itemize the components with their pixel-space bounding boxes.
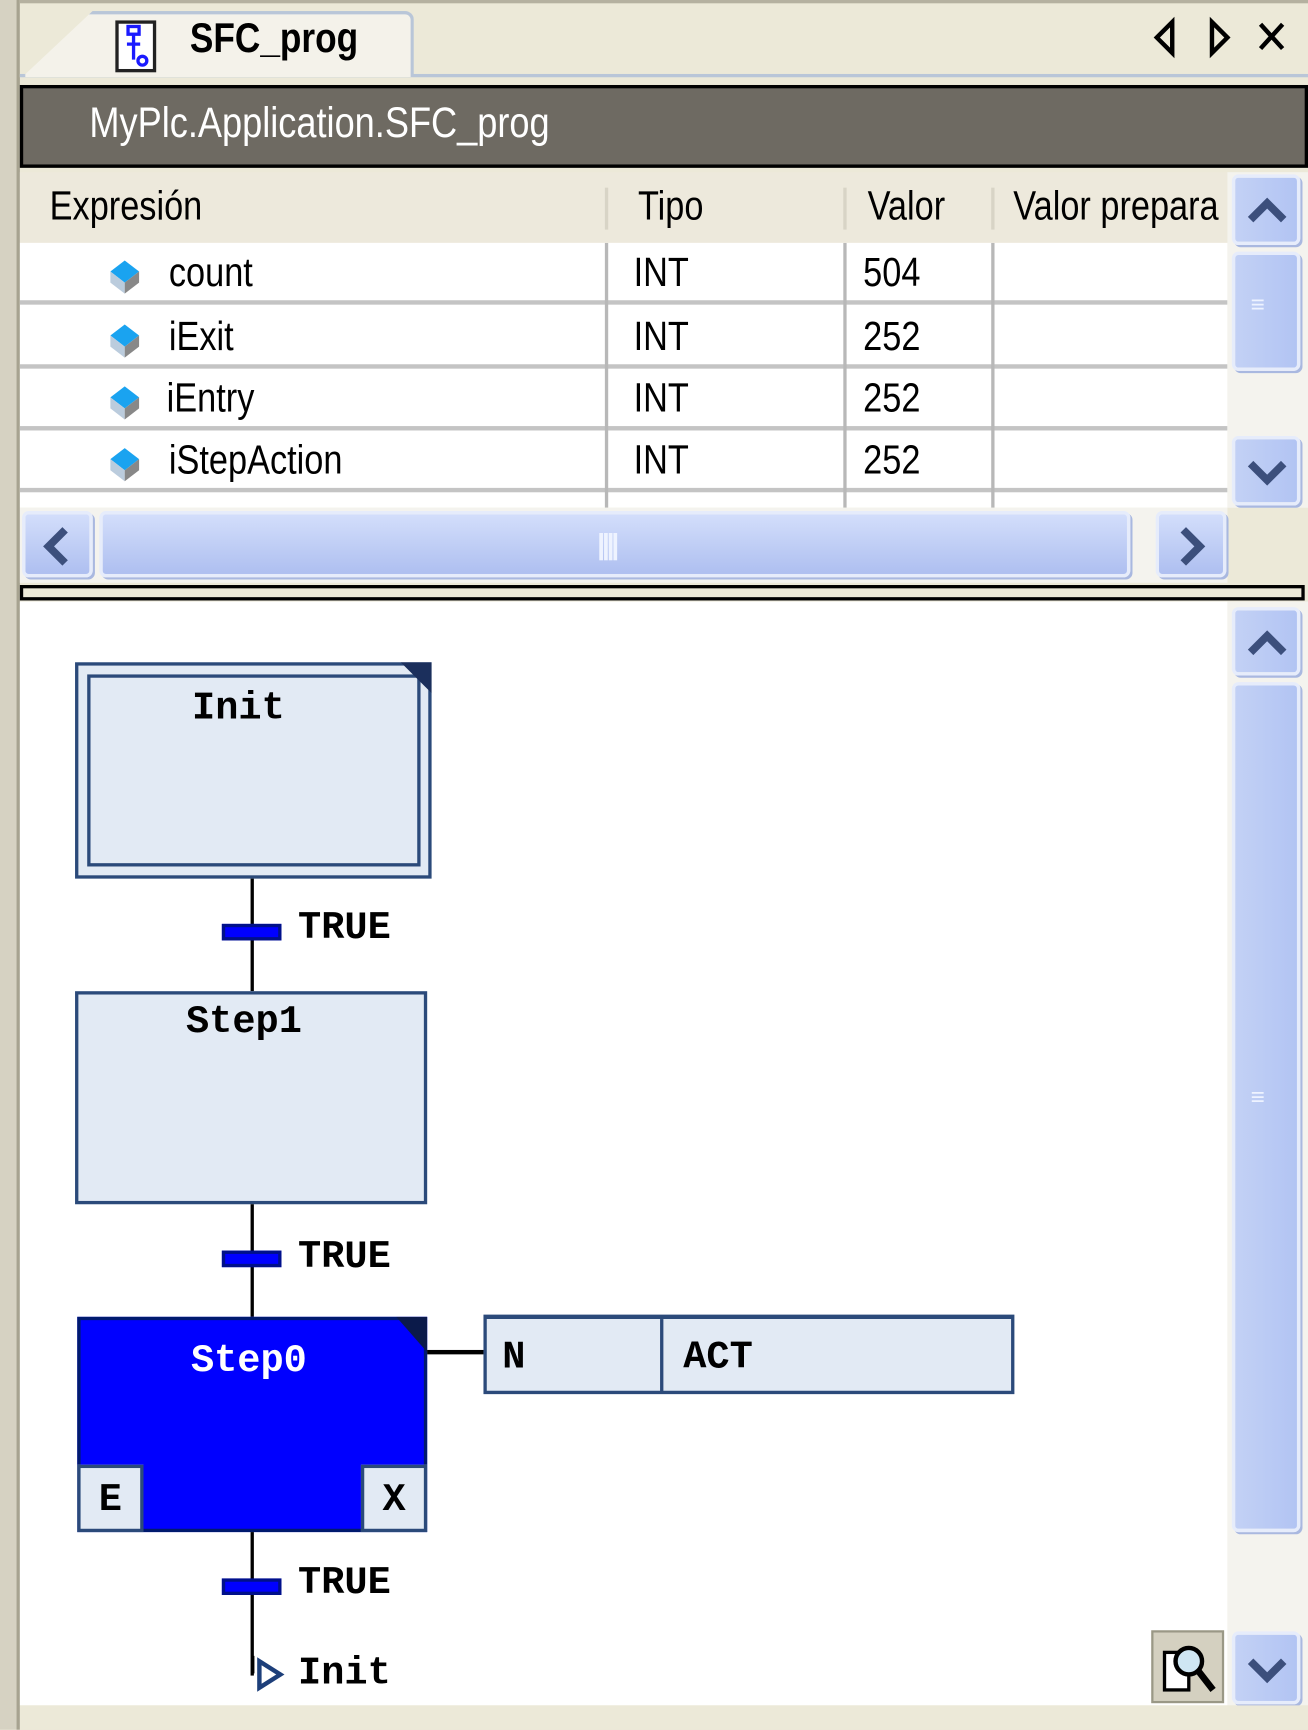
step-name: Step0 <box>190 1338 307 1384</box>
scroll-left-button[interactable] <box>22 511 93 578</box>
transition-condition: TRUE <box>298 906 391 951</box>
type-cell: INT <box>633 437 689 483</box>
close-icon[interactable] <box>1252 15 1292 59</box>
jump-target: Init <box>298 1651 391 1696</box>
value-cell: 504 <box>863 249 921 295</box>
action-connector <box>427 1349 485 1355</box>
scroll-thumb[interactable]: ≡ <box>1231 682 1301 1533</box>
column-header-expression[interactable]: Expresión <box>49 183 203 229</box>
action-divider <box>660 1319 664 1392</box>
step-corner-marker <box>396 1316 428 1353</box>
step-name: Init <box>192 686 285 731</box>
jump-arrow-icon[interactable] <box>249 1655 287 1694</box>
scroll-right-button[interactable] <box>1155 511 1227 578</box>
step-corner-marker <box>400 662 432 694</box>
exit-action-marker[interactable]: X <box>360 1464 428 1533</box>
chevron-left-icon <box>43 527 68 566</box>
sfc-program-icon <box>115 20 157 73</box>
action-block[interactable]: N ACT <box>483 1314 1015 1395</box>
magnifier-icon <box>1162 1645 1216 1692</box>
pane-splitter[interactable] <box>19 585 1305 601</box>
chevron-down-icon <box>1247 1658 1287 1684</box>
table-row[interactable]: count INT 504 <box>19 243 1228 305</box>
value-cell: 252 <box>863 313 921 359</box>
variable-icon <box>110 260 140 294</box>
action-qualifier: N <box>502 1335 526 1380</box>
chevron-right-icon <box>1180 527 1206 566</box>
chevron-up-icon <box>1247 630 1287 656</box>
step-name: Step1 <box>185 1000 302 1045</box>
column-header-prepared-value[interactable]: Valor prepara <box>1013 183 1219 229</box>
value-cell: 252 <box>863 375 921 421</box>
type-cell: INT <box>633 313 689 359</box>
triangle-left-icon[interactable] <box>1146 15 1186 59</box>
tab-sfc-prog[interactable] <box>22 11 414 78</box>
chevron-down-icon <box>1247 460 1287 486</box>
sfc-transition[interactable] <box>221 923 282 941</box>
scroll-up-button[interactable] <box>1231 174 1301 246</box>
scroll-up-button[interactable] <box>1231 607 1301 676</box>
column-divider[interactable] <box>604 187 609 230</box>
left-border <box>0 0 20 1730</box>
column-line <box>991 242 995 508</box>
scroll-down-button[interactable] <box>1231 436 1301 506</box>
scroll-thumb[interactable]: ≡ <box>1231 251 1301 371</box>
horizontal-scroll-thumb[interactable]: |||| <box>99 511 1131 578</box>
expression-cell: count <box>168 249 253 295</box>
value-cell: 252 <box>863 437 921 483</box>
entry-action-marker[interactable]: E <box>77 1464 144 1533</box>
column-line <box>604 242 609 508</box>
init-step-inner-border <box>87 674 421 867</box>
grip-icon: |||| <box>597 527 619 561</box>
expression-cell: iExit <box>168 313 234 359</box>
table-row[interactable]: iEntry INT 252 <box>19 369 1228 431</box>
variable-icon <box>110 386 140 420</box>
object-path: MyPlc.Application.SFC_prog <box>89 99 550 147</box>
table-row[interactable]: iStepAction INT 252 <box>19 430 1228 493</box>
grip-icon: ≡ <box>1250 290 1265 318</box>
object-path-bar: MyPlc.Application.SFC_prog <box>19 84 1308 168</box>
type-cell: INT <box>633 249 689 295</box>
connection-line <box>250 1532 254 1676</box>
sfc-init-step[interactable]: Init <box>75 662 432 879</box>
column-divider[interactable] <box>843 187 847 230</box>
variable-icon <box>110 448 140 482</box>
column-divider[interactable] <box>991 187 995 230</box>
watch-table-body: count INT 504 iExit INT 252 iEntry INT 2… <box>19 242 1228 508</box>
transition-condition: TRUE <box>298 1560 391 1605</box>
chevron-up-icon <box>1247 197 1287 223</box>
sfc-step1[interactable]: Step1 <box>75 991 428 1205</box>
table-row[interactable]: iExit INT 252 <box>19 307 1228 369</box>
grip-icon: ≡ <box>1250 1082 1265 1111</box>
variable-icon <box>110 324 140 358</box>
transition-condition: TRUE <box>298 1235 391 1280</box>
tab-title: SFC_prog <box>189 15 359 62</box>
sfc-step0-active[interactable]: Step0 E X <box>77 1316 428 1533</box>
sfc-transition[interactable] <box>221 1578 282 1595</box>
sfc-transition[interactable] <box>221 1250 282 1268</box>
status-bar <box>19 1705 1308 1730</box>
type-cell: INT <box>633 375 689 421</box>
column-header-value[interactable]: Valor <box>867 183 946 229</box>
zoom-button[interactable] <box>1151 1630 1225 1704</box>
triangle-right-icon[interactable] <box>1199 15 1239 59</box>
expression-cell: iEntry <box>166 375 255 421</box>
expression-cell: iStepAction <box>168 437 343 483</box>
column-header-type[interactable]: Tipo <box>637 183 704 229</box>
action-name: ACT <box>683 1335 753 1380</box>
scroll-down-button[interactable] <box>1231 1631 1301 1705</box>
column-line <box>843 242 847 508</box>
watch-table-header: Expresión Tipo Valor Valor prepara <box>19 172 1228 243</box>
